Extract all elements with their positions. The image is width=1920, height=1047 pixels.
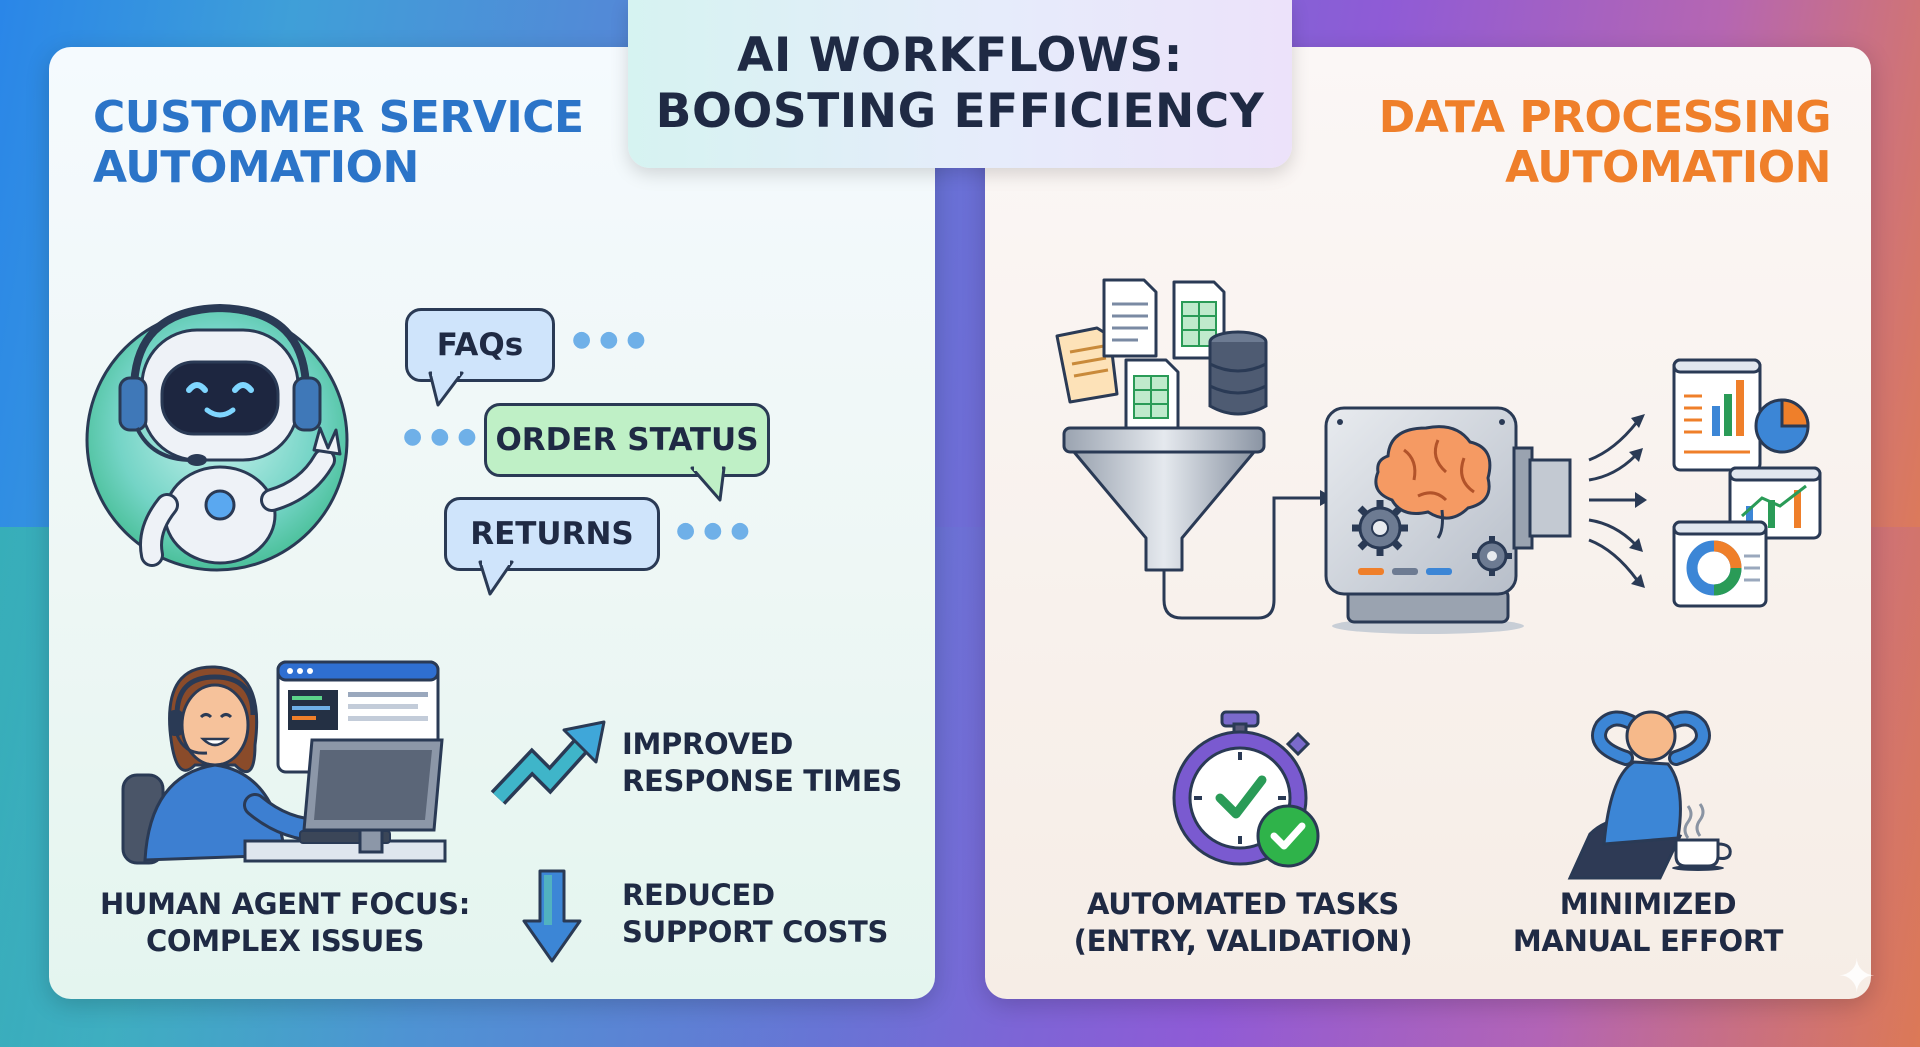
returns-label: RETURNS [470,516,634,552]
typing-dots: ●●● [676,518,758,543]
sparkle-icon: ✦ [1837,949,1876,1003]
database-icon [1208,330,1268,416]
typing-dots: ●●● [403,424,485,449]
automated-tasks-caption: AUTOMATED TASKS (ENTRY, VALIDATION) [1060,886,1426,960]
gear-icon [1352,500,1408,556]
chat-bubble-icon [690,466,726,502]
caption-line: SUPPORT COSTS [622,915,889,949]
data-processing-heading: DATA PROCESSING AUTOMATION [1378,92,1832,193]
coffee-cup-icon [1672,803,1732,871]
ai-processor-icon [1324,406,1572,634]
agent-caption: HUMAN AGENT FOCUS: COMPLEX ISSUES [92,886,478,960]
computer-monitor-icon [276,660,444,854]
caption-line: IMPROVED [622,727,794,761]
document-icon [1102,278,1158,358]
robot-headset-icon [85,303,349,572]
brain-icon [1374,425,1492,539]
spreadsheet-icon [1124,358,1180,430]
chat-bubble-icon [428,371,464,407]
gear-icon [1472,536,1512,576]
heading-line: DATA PROCESSING [1378,92,1832,143]
benefit-support-costs: REDUCED SUPPORT COSTS [622,877,888,951]
chat-bubble-icon [478,560,514,596]
stopwatch-check-icon [1172,710,1320,868]
output-arrows [1588,414,1647,588]
down-arrow-icon [522,869,582,963]
typing-dots: ●●● [572,327,654,352]
heading-line: AUTOMATION [1505,142,1831,193]
support-agent-icon [121,665,447,865]
manual-effort-caption: MINIMIZED MANUAL EFFORT [1480,886,1816,960]
caption-line: (ENTRY, VALIDATION) [1073,924,1413,958]
title-banner: AI WORKFLOWS: BOOSTING EFFICIENCY [628,0,1292,168]
returns-bubble: RETURNS [444,497,660,571]
faqs-bubble: FAQs [405,308,555,382]
caption-line: HUMAN AGENT FOCUS: [99,887,471,921]
report-chart-icon [1672,358,1822,608]
benefit-response-times: IMPROVED RESPONSE TIMES [622,726,902,800]
caption-line: MANUAL EFFORT [1512,924,1784,958]
customer-service-heading: CUSTOMER SERVICE AUTOMATION [93,93,584,193]
caption-line: REDUCED [622,878,775,912]
caption-line: RESPONSE TIMES [622,764,902,798]
funnel-icon [1062,426,1276,620]
document-icon [1055,326,1119,404]
caption-line: COMPLEX ISSUES [145,924,425,958]
faqs-label: FAQs [436,327,524,363]
trend-up-arrow-icon [490,720,606,805]
heading-line: AUTOMATION [93,142,419,193]
order-status-label: ORDER STATUS [495,422,759,458]
title-line-1: AI WORKFLOWS: [737,28,1183,83]
caption-line: MINIMIZED [1559,887,1737,921]
order-status-bubble: ORDER STATUS [484,403,770,477]
caption-line: AUTOMATED TASKS [1086,887,1400,921]
title-line-2: BOOSTING EFFICIENCY [655,84,1265,139]
data-input-documents [1055,278,1268,430]
relaxed-person-icon [1567,710,1711,880]
heading-line: CUSTOMER SERVICE [93,92,584,143]
